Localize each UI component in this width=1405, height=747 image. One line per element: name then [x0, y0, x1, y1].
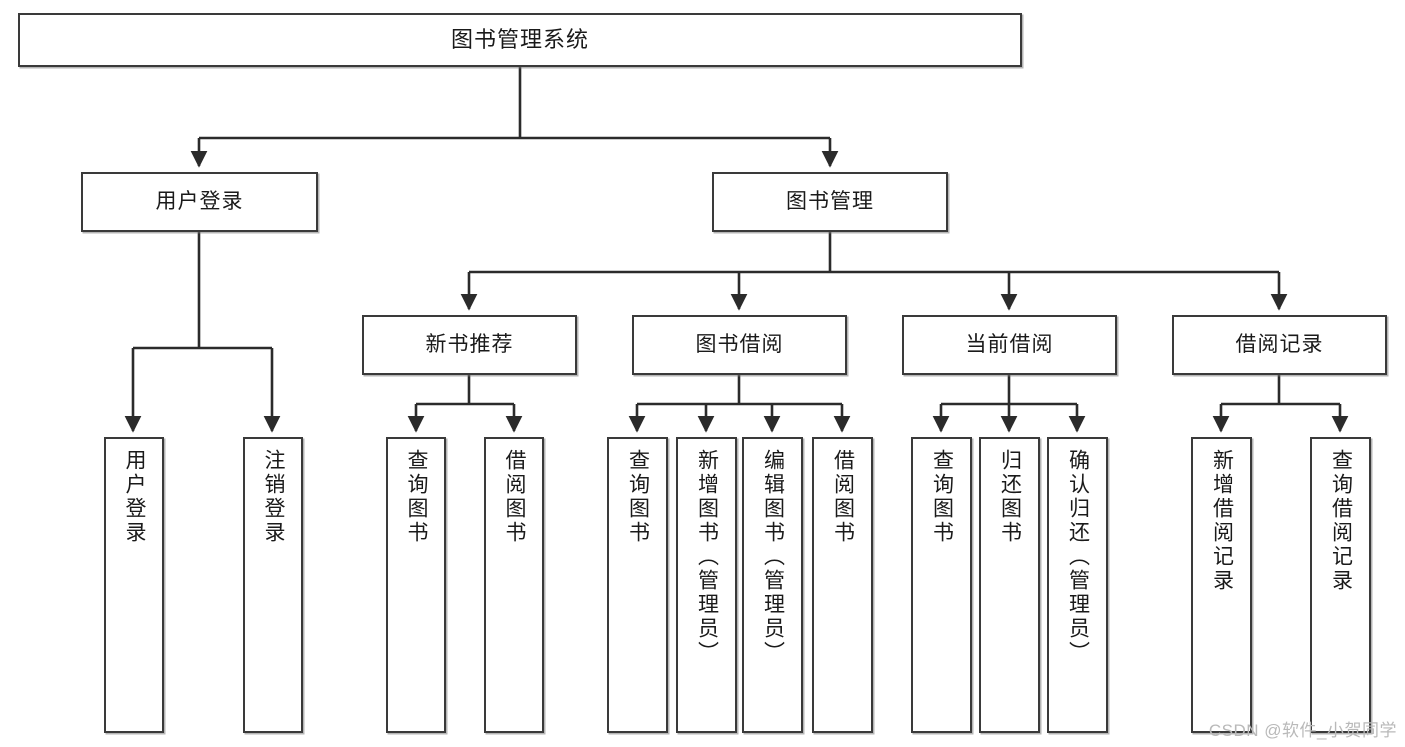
leaf-add-book-admin[interactable]: 新增图书（管理员） — [676, 437, 737, 733]
leaf-query-book-current[interactable]: 查询图书 — [911, 437, 972, 733]
leaf-borrow-book-new-rec[interactable]: 借阅图书 — [484, 437, 544, 733]
node-label: 图书管理 — [786, 190, 874, 214]
node-label: 查询图书 — [405, 449, 429, 545]
csdn-watermark: CSDN @软件_小贺同学 — [1208, 721, 1397, 740]
leaf-borrow-book-borrowing[interactable]: 借阅图书 — [812, 437, 873, 733]
node-label: 新增图书（管理员） — [695, 449, 719, 665]
node-label: 借阅记录 — [1235, 333, 1324, 357]
leaf-user-login[interactable]: 用户登录 — [104, 437, 164, 733]
node-new-book-recommendation[interactable]: 新书推荐 — [362, 315, 577, 375]
node-label: 新增借阅记录 — [1210, 449, 1234, 593]
node-label: 图书管理系统 — [450, 26, 589, 52]
node-label: 当前借阅 — [965, 333, 1054, 357]
node-label: 确认归还（管理员） — [1066, 449, 1090, 665]
leaf-confirm-return-admin[interactable]: 确认归还（管理员） — [1047, 437, 1108, 733]
node-user-login[interactable]: 用户登录 — [81, 172, 318, 232]
node-borrowing-record[interactable]: 借阅记录 — [1172, 315, 1387, 375]
node-label: 归还图书 — [998, 449, 1022, 545]
leaf-query-book-new-rec[interactable]: 查询图书 — [386, 437, 446, 733]
node-book-management[interactable]: 图书管理 — [712, 172, 948, 232]
leaf-add-borrow-record[interactable]: 新增借阅记录 — [1191, 437, 1252, 733]
node-book-borrowing[interactable]: 图书借阅 — [632, 315, 847, 375]
leaf-query-borrow-record[interactable]: 查询借阅记录 — [1310, 437, 1371, 733]
node-current-borrowing[interactable]: 当前借阅 — [902, 315, 1117, 375]
leaf-edit-book-admin[interactable]: 编辑图书（管理员） — [742, 437, 803, 733]
node-label: 编辑图书（管理员） — [761, 449, 785, 665]
node-label: 借阅图书 — [503, 449, 527, 545]
node-label: 用户登录 — [155, 190, 244, 214]
node-root-book-management-system[interactable]: 图书管理系统 — [18, 13, 1022, 67]
node-label: 查询图书 — [626, 449, 650, 545]
node-label: 新书推荐 — [425, 333, 514, 357]
node-label: 查询图书 — [930, 449, 954, 545]
leaf-query-book-borrowing[interactable]: 查询图书 — [607, 437, 668, 733]
leaf-user-logout[interactable]: 注销登录 — [243, 437, 303, 733]
node-label: 用户登录 — [123, 449, 147, 545]
node-label: 图书借阅 — [695, 333, 784, 357]
node-label: 借阅图书 — [831, 449, 855, 545]
leaf-return-book[interactable]: 归还图书 — [979, 437, 1040, 733]
node-label: 查询借阅记录 — [1329, 449, 1353, 593]
node-label: 注销登录 — [262, 449, 286, 545]
